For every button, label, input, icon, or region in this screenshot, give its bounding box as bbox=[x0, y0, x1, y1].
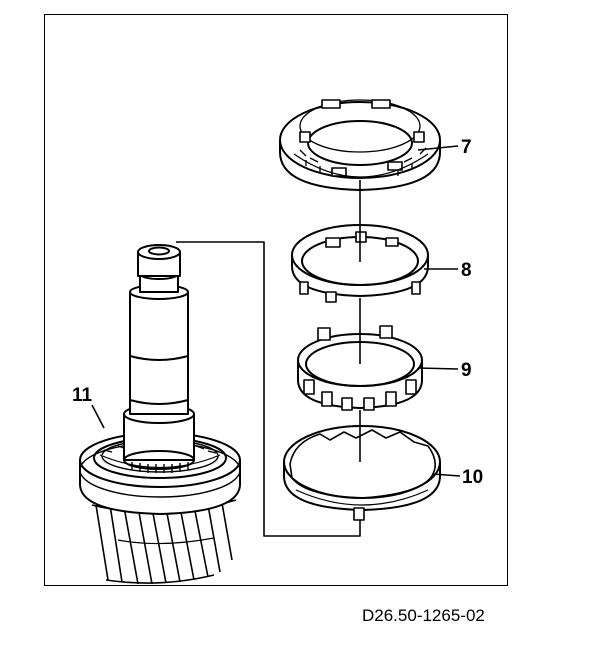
assembly-lines bbox=[176, 180, 361, 537]
figure-code: D26.50-1265-02 bbox=[362, 606, 485, 625]
ring-8 bbox=[291, 224, 429, 303]
shaft-body bbox=[129, 284, 189, 415]
callout-8: 8 bbox=[461, 260, 472, 281]
ring-9 bbox=[297, 325, 423, 411]
shaft-assembly bbox=[79, 244, 241, 585]
callout-11: 11 bbox=[72, 385, 93, 406]
callout-10: 10 bbox=[462, 467, 483, 488]
callout-9: 9 bbox=[461, 360, 472, 381]
leader-lines bbox=[91, 145, 461, 477]
ring-10 bbox=[283, 425, 441, 521]
callout-7: 7 bbox=[461, 137, 472, 158]
ring-7 bbox=[279, 99, 441, 191]
shaft-top bbox=[137, 244, 181, 277]
